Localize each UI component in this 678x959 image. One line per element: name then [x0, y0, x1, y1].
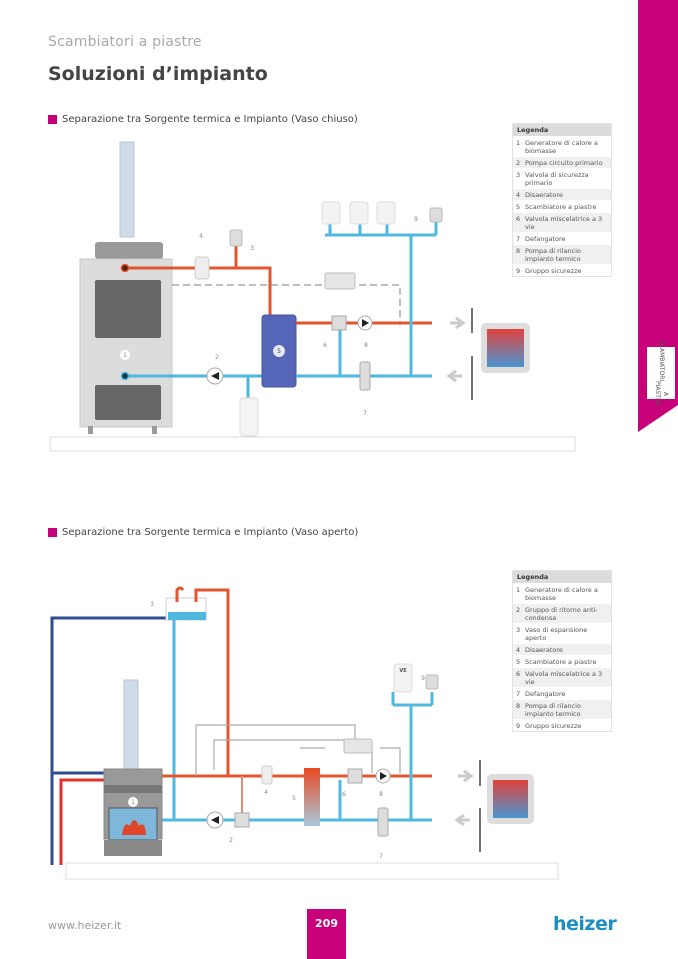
bullet-square	[48, 528, 57, 537]
brand-logo: heizer	[553, 913, 617, 935]
mixing-valve	[347, 768, 363, 784]
red-return-pipe	[59, 778, 104, 865]
bullet-square	[48, 115, 57, 124]
side-tab-band	[638, 0, 678, 432]
section-heading-text: Separazione tra Sorgente termica e Impia…	[62, 527, 359, 538]
marker-6: 6	[342, 791, 346, 798]
page-number: 209	[307, 909, 346, 959]
marker-3: 3	[150, 601, 154, 608]
side-tab-line1: SCAMBIATORI	[658, 339, 665, 382]
marker-1: 1	[123, 352, 127, 359]
expansion-vessel-3	[376, 201, 396, 225]
base-floor	[65, 862, 559, 880]
marker-5: 5	[277, 348, 281, 355]
marker-8: 8	[379, 791, 383, 798]
safety-valve	[229, 229, 243, 247]
section-subtitle: Scambiatori a piastre	[48, 34, 202, 50]
boiler-top	[95, 242, 163, 259]
marker-1: 1	[131, 799, 135, 806]
boiler-door-lower	[95, 385, 161, 420]
marker-2: 2	[215, 354, 219, 361]
section-heading-closed: Separazione tra Sorgente termica e Impia…	[48, 114, 358, 125]
marker-2: 2	[229, 837, 233, 844]
expansion-vessel	[239, 397, 259, 437]
marker-6: 6	[323, 342, 327, 349]
safety-group-pipe	[325, 220, 438, 376]
page-title: Soluzioni d’impianto	[48, 63, 268, 85]
marker-7-8: 8	[364, 342, 368, 349]
marker-9: 9	[421, 675, 425, 682]
hot-open-pipe	[194, 588, 230, 776]
marker-9: 9	[414, 216, 418, 223]
legend-title: Legenda	[513, 124, 611, 136]
expansion-vessel-2	[349, 201, 369, 225]
controller	[343, 738, 373, 754]
legend-title: Legenda	[513, 571, 611, 583]
marker-7: 7	[379, 853, 383, 860]
deaerator	[194, 256, 210, 280]
hot-primary-pipe	[128, 266, 272, 325]
marker-4: 4	[264, 789, 268, 796]
hot-outlet	[120, 263, 130, 273]
marker-4: 4	[199, 233, 203, 240]
mixing-valve	[331, 315, 347, 331]
fire-icon	[122, 820, 146, 835]
section-heading-text: Separazione tra Sorgente termica e Impia…	[62, 114, 358, 125]
marker-5: 5	[292, 795, 296, 802]
dirt-separator	[359, 361, 371, 391]
safety-group-valve	[425, 674, 439, 690]
boiler-door-upper	[95, 280, 161, 338]
cold-inlet	[120, 371, 130, 381]
marker-7: 7	[363, 410, 367, 417]
expansion-vessel-ve	[393, 663, 413, 693]
expansion-vessel-1	[321, 201, 341, 225]
chimney	[119, 141, 135, 238]
footer-url[interactable]: www.heizer.it	[48, 919, 122, 932]
ve-label: VE	[399, 668, 407, 674]
safety-group-valve	[429, 207, 443, 223]
chimney	[123, 679, 139, 771]
diagram-open-vessel: VE 1 2 3 4 5 6 7 8 9	[50, 586, 559, 880]
section-heading-open: Separazione tra Sorgente termica e Impia…	[48, 527, 358, 538]
side-tab-line2: A PIASTRE	[654, 381, 669, 407]
side-tab-label: SCAMBIATORI A PIASTRE	[647, 340, 675, 406]
marker-3: 3	[250, 245, 254, 252]
diagram-closed-vessel: 1 2 3 4 5 6 8 7 9	[49, 141, 576, 452]
plate-exchanger	[304, 768, 320, 826]
base-floor	[49, 436, 576, 452]
dirt-separator	[377, 807, 389, 837]
controller	[324, 272, 356, 290]
safety-group-pipe	[391, 692, 434, 820]
dark-blue-pipe	[50, 616, 168, 865]
deaerator	[261, 765, 273, 785]
